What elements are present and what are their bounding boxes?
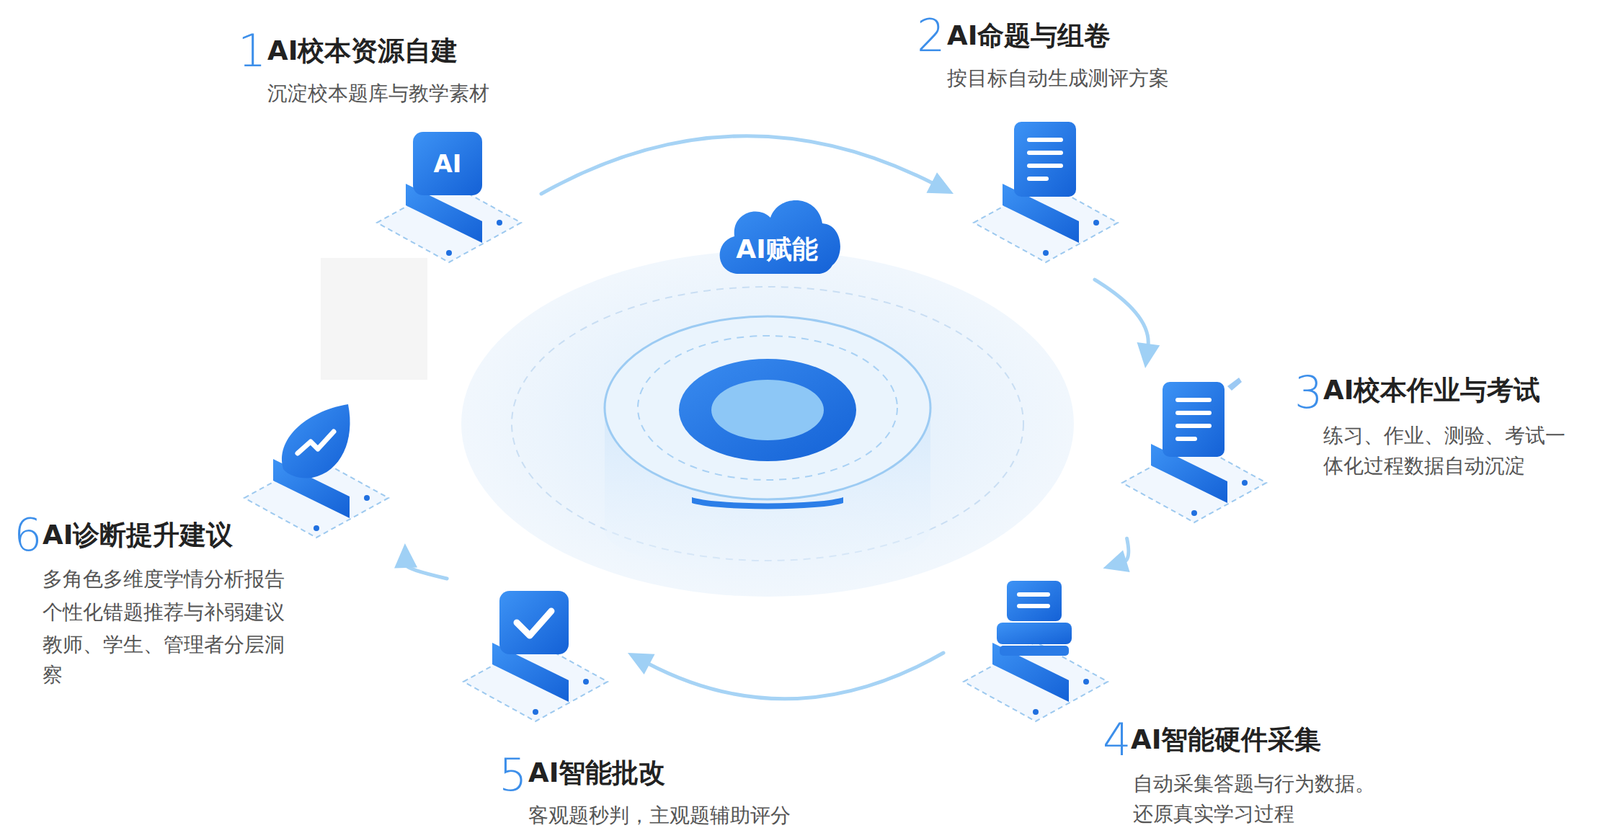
step-node: AI智能批改客观题秒判，主观题辅助评分 xyxy=(459,580,612,726)
step-icon xyxy=(1117,381,1271,527)
step-number: 1 xyxy=(237,22,266,80)
step-number: 6 xyxy=(13,506,42,565)
flow-arrow xyxy=(394,543,447,579)
step-title: AI智能硬件采集 xyxy=(1130,721,1322,759)
cylinder-band xyxy=(691,497,844,509)
step-title: AI命题与组卷 xyxy=(947,17,1111,55)
flow-arrow xyxy=(541,136,954,194)
arrow-head xyxy=(926,172,954,194)
step-description: 自动采集答题与行为数据。 还原真实学习过程 xyxy=(1132,769,1382,830)
step-node: AI命题与组卷按目标自动生成测评方案 xyxy=(969,121,1123,266)
step-node: AI校本作业与考试练习、作业、测验、考试一体化过程数据自动沉淀 xyxy=(1117,381,1271,527)
arrow-line xyxy=(1094,279,1149,347)
core-ring xyxy=(678,358,857,462)
step-icon xyxy=(459,580,612,726)
step-description: 练习、作业、测验、考试一体化过程数据自动沉淀 xyxy=(1323,420,1572,482)
step-description: 多角色多维度学情分析报告 xyxy=(42,564,299,595)
arrow-head xyxy=(627,652,656,675)
arrow-head xyxy=(1102,549,1130,573)
step-description: 沉淀校本题库与教学素材 xyxy=(267,78,571,109)
step-icon xyxy=(372,121,526,266)
step-number: 2 xyxy=(916,7,945,65)
flow-arrow xyxy=(1094,279,1160,369)
step-description: 客观题秒判，主观题辅助评分 xyxy=(528,802,889,830)
step-title: AI智能批改 xyxy=(528,754,666,793)
step-node: AI诊断提升建议多角色多维度学情分析报告个性化错题推荐与补弱建议教师、学生、管理… xyxy=(240,397,393,542)
step-description: 按目标自动生成测评方案 xyxy=(947,63,1250,94)
step-description: 教师、学生、管理者分层洞察 xyxy=(42,629,299,691)
step-description: 个性化错题推荐与补弱建议 xyxy=(42,597,299,628)
flow-arrow xyxy=(627,652,944,700)
step-title: AI校本资源自建 xyxy=(267,32,458,70)
step-icon xyxy=(959,580,1113,726)
cloud-label: AI赋能 xyxy=(709,233,844,266)
icon-glyph: AI xyxy=(412,149,483,179)
step-node: AI校本资源自建沉淀校本题库与教学素材AI xyxy=(372,121,526,266)
step-title: AI诊断提升建议 xyxy=(42,516,233,555)
arrow-line xyxy=(647,652,944,700)
cylinder-dash xyxy=(637,335,898,480)
step-number: 4 xyxy=(1102,711,1131,770)
grey-block xyxy=(320,258,428,380)
halo xyxy=(461,250,1074,597)
arrow-head xyxy=(394,543,418,569)
arrow-line xyxy=(541,136,935,194)
flow-arrow xyxy=(1102,538,1130,573)
arrow-head xyxy=(1137,342,1161,369)
step-number: 5 xyxy=(498,746,527,805)
step-node: AI智能硬件采集自动采集答题与行为数据。 还原真实学习过程 xyxy=(959,580,1113,726)
step-icon xyxy=(969,121,1123,266)
step-number: 3 xyxy=(1294,363,1323,422)
cylinder-top xyxy=(604,316,931,500)
cloud-node: AI赋能 xyxy=(709,188,844,284)
step-title: AI校本作业与考试 xyxy=(1323,371,1541,410)
step-icon xyxy=(240,397,393,542)
core-center xyxy=(711,379,824,441)
